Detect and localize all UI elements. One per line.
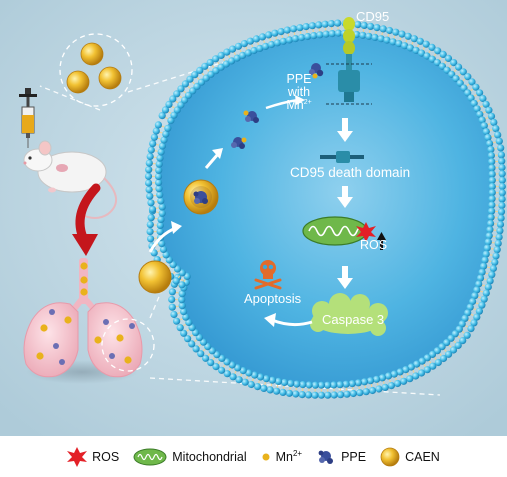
endosome-with-ppe <box>183 179 219 215</box>
lung-ppe-spot <box>103 319 109 325</box>
lung-nanoparticle <box>40 324 48 332</box>
death-domain-icon <box>320 151 364 163</box>
cd95-label: CD95 <box>356 9 390 24</box>
lung-nanoparticle <box>116 334 124 342</box>
lung-nanoparticle <box>124 356 132 364</box>
lung-ppe-spot <box>109 353 115 359</box>
ppe-mn-particles <box>231 110 259 149</box>
legend-label-ros: ROS <box>92 449 120 464</box>
ppe-cluster-icon <box>318 450 334 464</box>
legend: ROS Mitochondrial Mn2+ PPE <box>0 436 507 477</box>
legend-item-ros: ROS <box>67 446 120 467</box>
death-domain-arrow <box>337 186 353 208</box>
legend-item-mitochondrial: Mitochondrial <box>133 448 247 466</box>
caspase-label: Caspase 3 <box>322 312 385 327</box>
ros-star-icon <box>67 446 88 467</box>
caspase-to-apoptosis-arrow <box>264 313 313 327</box>
cell-membrane <box>144 19 506 399</box>
legend-item-caen: CAEN <box>380 447 440 467</box>
caen-ball-icon <box>380 447 400 466</box>
lung-ppe-spot <box>59 359 65 365</box>
legend-mn-text: Mn <box>275 450 293 465</box>
uptake-arrows <box>148 95 305 253</box>
lung-nanoparticle <box>80 288 88 296</box>
nanoparticle-zoom-circle <box>59 33 133 107</box>
ppe-label: PPE with Mn2+ <box>279 72 319 112</box>
legend-item-ppe: PPE <box>316 448 366 466</box>
cell-interior <box>157 32 494 387</box>
receptor-arrow <box>337 118 353 142</box>
legend-label-mn: Mn2+ <box>276 449 303 464</box>
lung-nanoparticle <box>36 352 44 360</box>
ros-star-icon <box>356 222 376 242</box>
red-arrow <box>72 183 101 256</box>
legend-label-caen: CAEN <box>405 449 440 464</box>
mitochondria-icon <box>133 448 167 465</box>
legend-label-mitochondrial: Mitochondrial <box>172 449 247 464</box>
ppe-label-line3: Mn2+ <box>279 99 319 112</box>
mn-dot-icon <box>262 453 270 460</box>
legend-mn-sup: 2+ <box>292 448 303 458</box>
lung-ppe-spot <box>49 309 55 315</box>
lung-zoom-circle <box>101 318 155 372</box>
cd95-receptor-icon <box>326 17 372 105</box>
legend-label-ppe: PPE <box>341 449 367 464</box>
ppe-label-sup: 2+ <box>303 99 312 107</box>
ppe-label-line2: with <box>287 85 311 100</box>
death-domain-label: CD95 death domain <box>290 165 411 180</box>
ppe-label-line1: PPE <box>286 72 312 86</box>
lung-ppe-spot <box>129 323 135 329</box>
caen-nanoparticle <box>66 70 90 94</box>
lung-ppe-spot <box>53 343 59 349</box>
ppe-label-mn: Mn <box>286 98 304 113</box>
lung-nanoparticle <box>64 316 72 324</box>
caspase-cloud <box>310 293 388 336</box>
apoptosis-label: Apoptosis <box>244 291 302 306</box>
legend-item-mn: Mn2+ <box>261 449 303 464</box>
mitochondria-icon <box>302 216 368 246</box>
skull-icon <box>254 260 282 290</box>
caen-nanoparticle <box>98 66 122 90</box>
lung-nanoparticle <box>80 276 88 284</box>
lung-nanoparticle <box>94 336 102 344</box>
lung-nanoparticle <box>80 262 88 270</box>
mouse-icon <box>23 140 117 219</box>
syringe-icon <box>19 88 37 148</box>
zoom-nanoparticles <box>66 42 122 94</box>
ppe-cluster-receptor <box>309 63 324 79</box>
ros-increase-arrow <box>377 232 386 250</box>
ros-label: ROS <box>360 238 388 252</box>
mito-arrow <box>337 266 353 289</box>
lungs-illustration <box>23 258 143 384</box>
caen-particle-outside <box>138 260 172 294</box>
caen-nanoparticle <box>80 42 104 66</box>
